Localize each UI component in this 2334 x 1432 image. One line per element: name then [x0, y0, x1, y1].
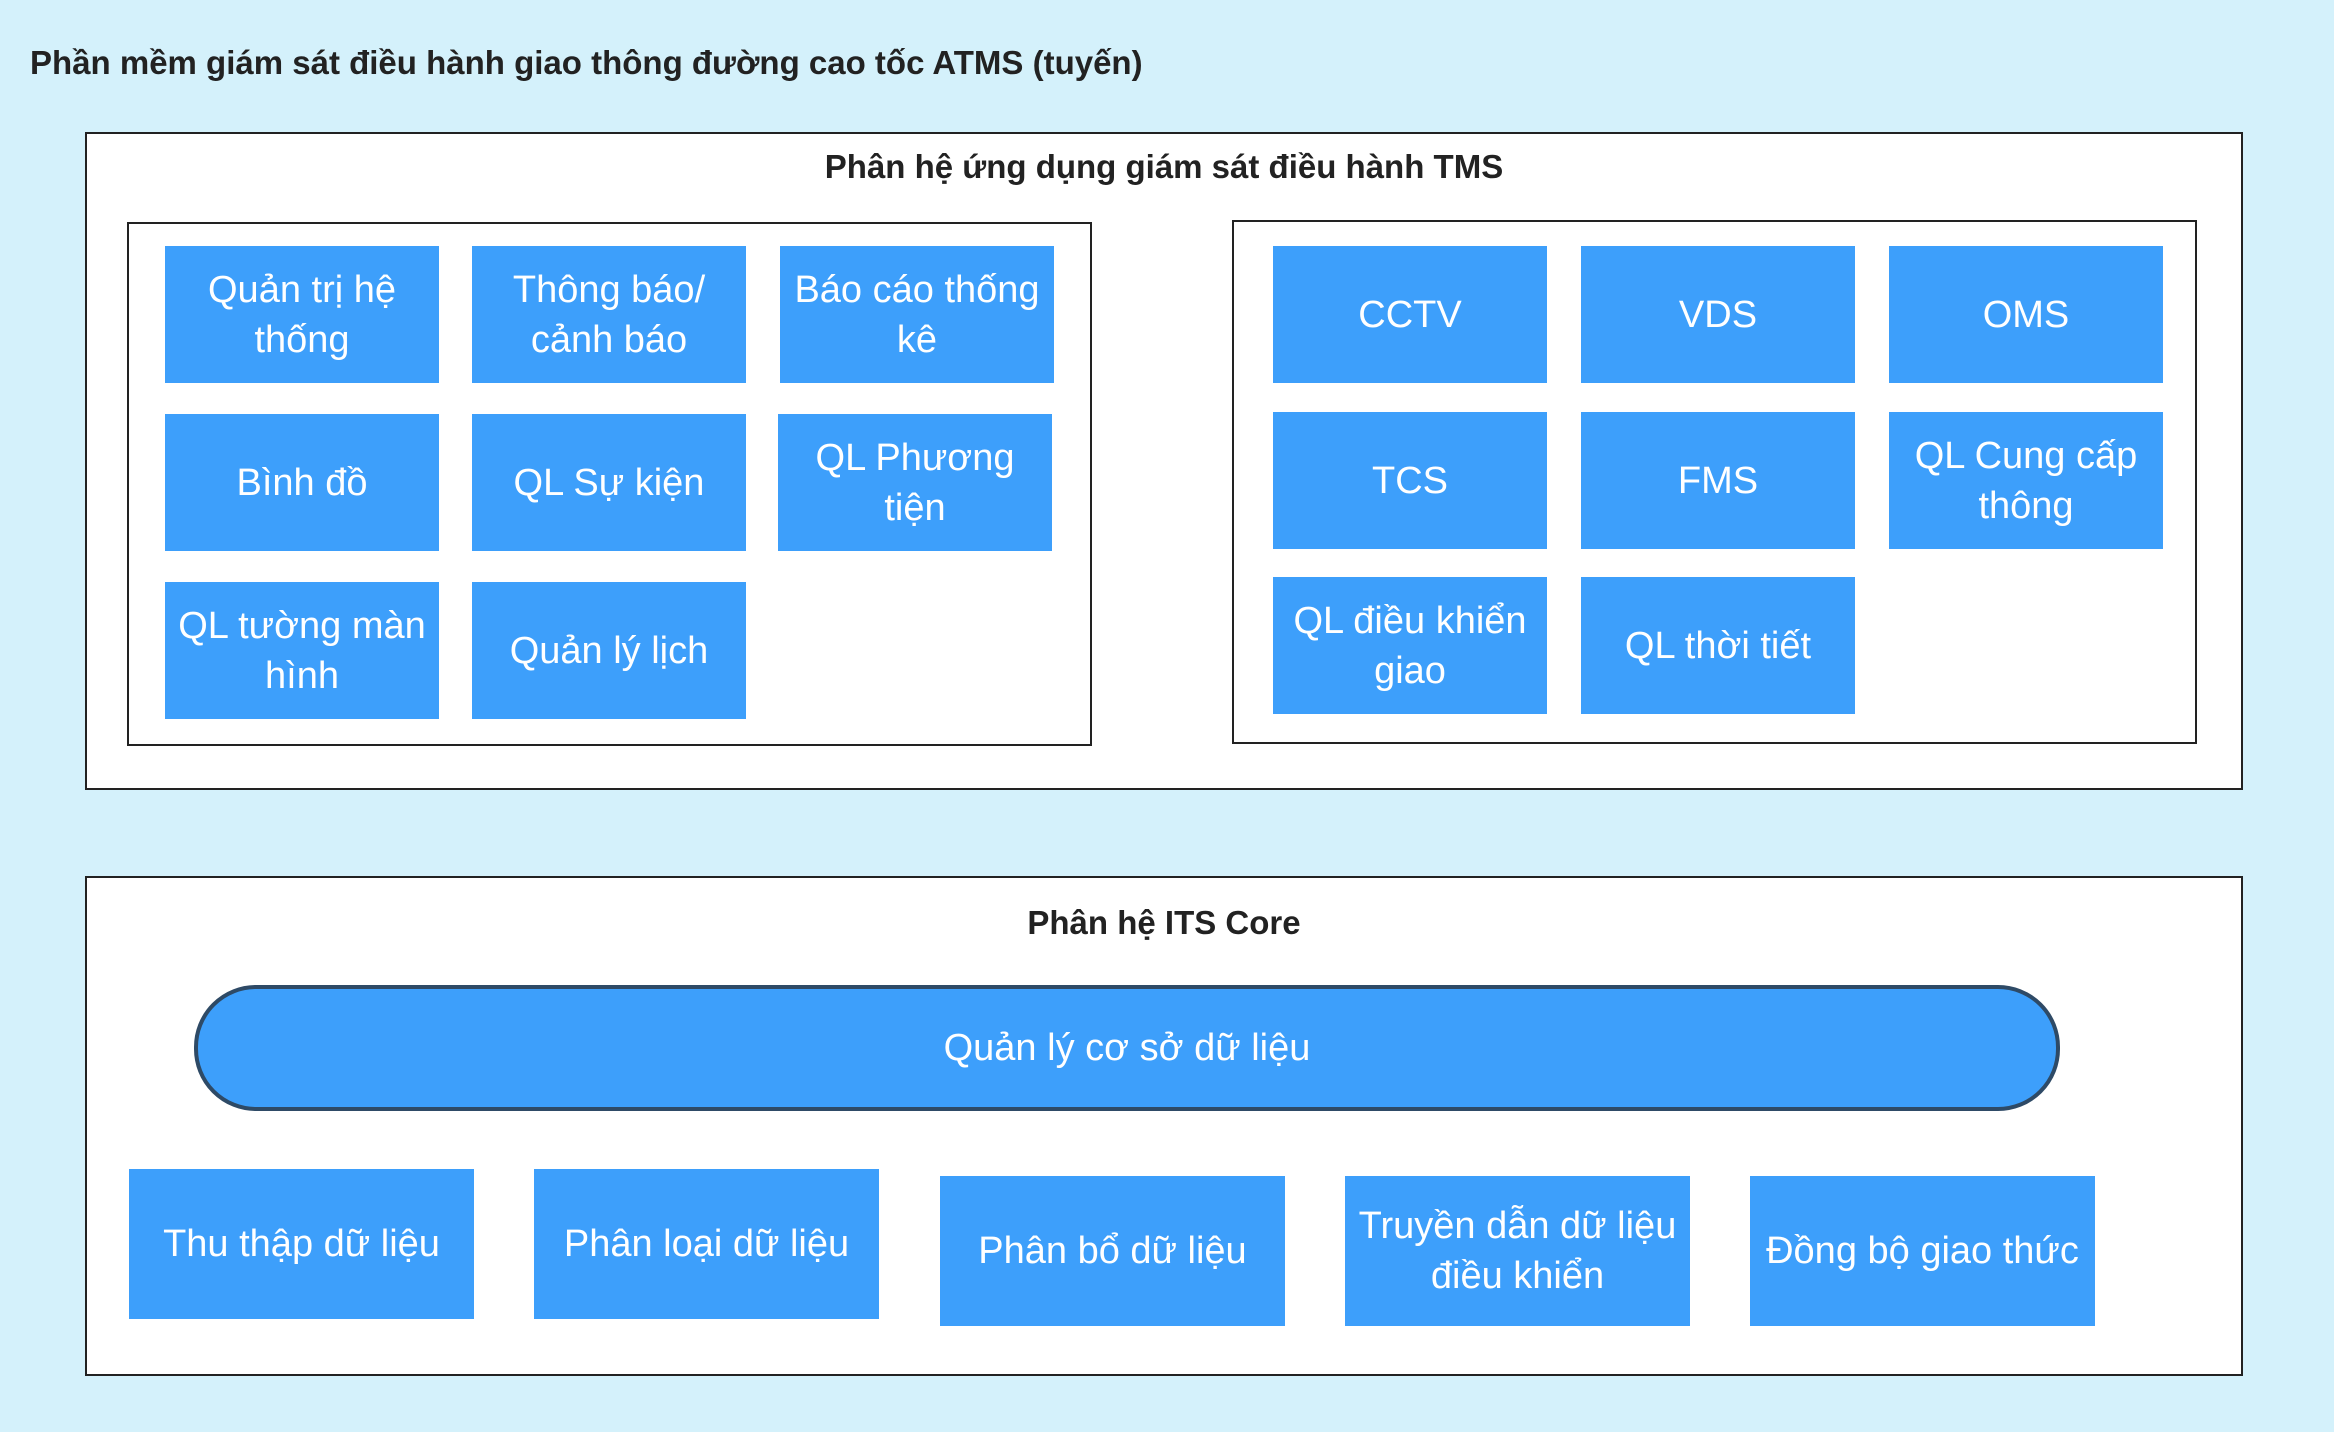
- module-vds: VDS: [1581, 246, 1855, 383]
- module-thong-bao-canh-bao: Thông báo/ cảnh báo: [472, 246, 746, 383]
- module-ql-dieu-khien-giao: QL điều khiển giao: [1273, 577, 1547, 714]
- module-ql-su-kien: QL Sự kiện: [472, 414, 746, 551]
- module-quan-tri-he-thong: Quản trị hệ thống: [165, 246, 439, 383]
- tms-panel: Phân hệ ứng dụng giám sát điều hành TMS …: [85, 132, 2243, 790]
- module-truyen-dan-du-lieu-dieu-khien: Truyền dẫn dữ liệu điều khiển: [1345, 1176, 1690, 1326]
- module-oms: OMS: [1889, 246, 2163, 383]
- module-binh-do: Bình đồ: [165, 414, 439, 551]
- module-quan-ly-lich: Quản lý lịch: [472, 582, 746, 719]
- its-core-panel: Phân hệ ITS Core Quản lý cơ sở dữ liệu T…: [85, 876, 2243, 1376]
- module-ql-cung-cap-thong: QL Cung cấp thông: [1889, 412, 2163, 549]
- database-management-node: Quản lý cơ sở dữ liệu: [194, 985, 2060, 1111]
- tms-heading: Phân hệ ứng dụng giám sát điều hành TMS: [824, 148, 1504, 185]
- module-thu-thap-du-lieu: Thu thập dữ liệu: [129, 1169, 474, 1319]
- module-dong-bo-giao-thuc: Đồng bộ giao thức: [1750, 1176, 2095, 1326]
- module-ql-phuong-tien: QL Phương tiện: [778, 414, 1052, 551]
- module-cctv: CCTV: [1273, 246, 1547, 383]
- module-phan-bo-du-lieu: Phân bổ dữ liệu: [940, 1176, 1285, 1326]
- module-bao-cao-thong-ke: Báo cáo thống kê: [780, 246, 1054, 383]
- tms-right-group: CCTV VDS OMS TCS FMS QL Cung cấp thông Q…: [1232, 220, 2197, 744]
- diagram-title: Phần mềm giám sát điều hành giao thông đ…: [30, 44, 1143, 81]
- module-tcs: TCS: [1273, 412, 1547, 549]
- module-phan-loai-du-lieu: Phân loại dữ liệu: [534, 1169, 879, 1319]
- its-core-heading: Phân hệ ITS Core: [1027, 904, 1301, 941]
- tms-left-group: Quản trị hệ thống Thông báo/ cảnh báo Bá…: [127, 222, 1092, 746]
- module-ql-tuong-man-hinh: QL tường màn hình: [165, 582, 439, 719]
- module-fms: FMS: [1581, 412, 1855, 549]
- module-ql-thoi-tiet: QL thời tiết: [1581, 577, 1855, 714]
